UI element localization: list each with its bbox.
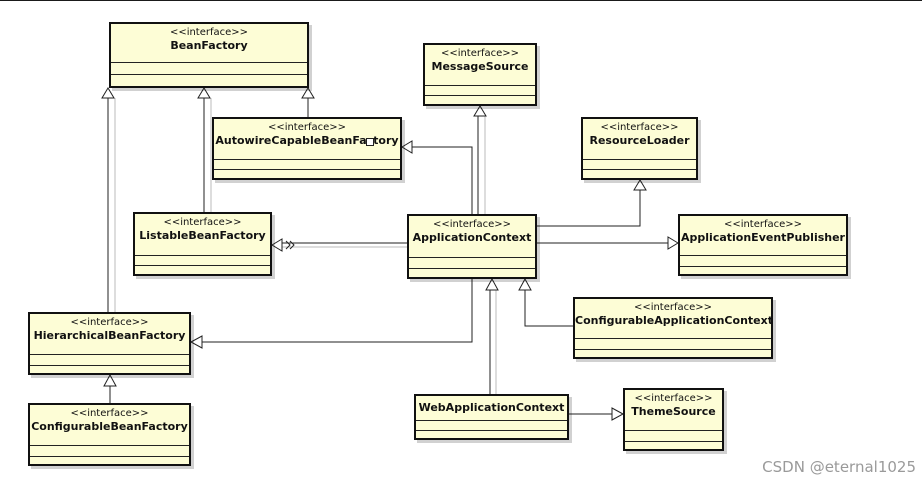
stereotype-label: <<interface>> (432, 219, 512, 230)
arrowhead-to-beanfactory-1 (101, 87, 115, 99)
class-name: ThemeSource (631, 405, 716, 418)
dependency-marker (285, 240, 295, 250)
watermark-text: CSDN @eternal1025 (762, 458, 916, 476)
class-name: WebApplicationContext (418, 401, 565, 414)
arrowhead-to-beanfactory-3 (301, 87, 315, 99)
stereotype-label: <<interface>> (267, 122, 347, 133)
top-border-line (0, 0, 922, 1)
arrowhead-to-publisher (667, 236, 679, 250)
stereotype-label: <<interface>> (634, 393, 713, 404)
stereotype-label: <<interface>> (70, 317, 149, 328)
class-name: AutowireCapableBeanFactory (215, 134, 399, 147)
edge-appctx-to-autowire (412, 146, 473, 214)
arrowhead-to-listable (271, 238, 283, 252)
class-name: HierarchicalBeanFactory (33, 329, 186, 342)
stereotype-label: <<interface>> (633, 302, 713, 313)
class-name: BeanFactory (170, 39, 248, 52)
class-name: ApplicationContext (412, 231, 532, 244)
arrowhead-to-messagesource (473, 105, 487, 117)
stereotype-label: <<interface>> (169, 27, 249, 38)
stereotype-label: <<interface>> (723, 219, 803, 230)
node-applicationcontext[interactable]: <<interface>> ApplicationContext (407, 214, 537, 279)
class-name: ApplicationEventPublisher (681, 231, 845, 244)
node-webapplicationcontext[interactable]: WebApplicationContext (414, 394, 569, 440)
node-listablebeanfactory[interactable]: <<interface>> ListableBeanFactory (133, 212, 272, 276)
stereotype-label: <<interface>> (70, 408, 149, 419)
node-themesource[interactable]: <<interface>> ThemeSource (623, 388, 724, 451)
node-beanfactory[interactable]: <<interface>> BeanFactory (109, 22, 309, 88)
arrowhead-to-hierarchical (189, 335, 203, 349)
edge-cfgappctx-to-appctx (524, 290, 573, 327)
class-name: MessageSource (431, 60, 529, 73)
class-name: ConfigurableApplicationContext (575, 314, 773, 327)
arrowhead-to-themesource (611, 407, 625, 421)
class-name: ListableBeanFactory (139, 229, 266, 242)
arrowhead-to-hierarchical-2 (103, 373, 117, 387)
edge-appctx-to-resourceloader (536, 190, 641, 227)
node-messagesource[interactable]: <<interface>> MessageSource (423, 43, 537, 106)
abstract-marker-icon (366, 138, 374, 146)
arrowhead-to-appctx-2 (485, 277, 499, 291)
stereotype-label: <<interface>> (163, 217, 242, 228)
arrowhead-to-beanfactory-2 (197, 87, 211, 99)
node-autowirecapablebeanfactory[interactable]: <<interface>> AutowireCapableBeanFactory (212, 117, 402, 180)
node-applicationeventpublisher[interactable]: <<interface>> ApplicationEventPublisher (678, 214, 848, 276)
node-resourceloader[interactable]: <<interface>> ResourceLoader (581, 117, 698, 180)
arrowhead-to-appctx-1 (518, 277, 532, 291)
edge-appctx-to-hierarchical (202, 278, 473, 343)
stereotype-label: <<interface>> (600, 122, 679, 133)
class-name: ConfigurableBeanFactory (31, 420, 188, 433)
stereotype-label: <<interface>> (440, 48, 520, 59)
node-configurableapplicationcontext[interactable]: <<interface>> ConfigurableApplicationCon… (573, 297, 773, 359)
class-name: ResourceLoader (589, 134, 690, 147)
node-configurablebeanfactory[interactable]: <<interface>> ConfigurableBeanFactory (28, 403, 191, 466)
arrowhead-to-resourceloader (633, 179, 647, 191)
arrowhead-to-autowire (401, 140, 413, 154)
node-hierarchicalbeanfactory[interactable]: <<interface>> HierarchicalBeanFactory (28, 312, 191, 375)
